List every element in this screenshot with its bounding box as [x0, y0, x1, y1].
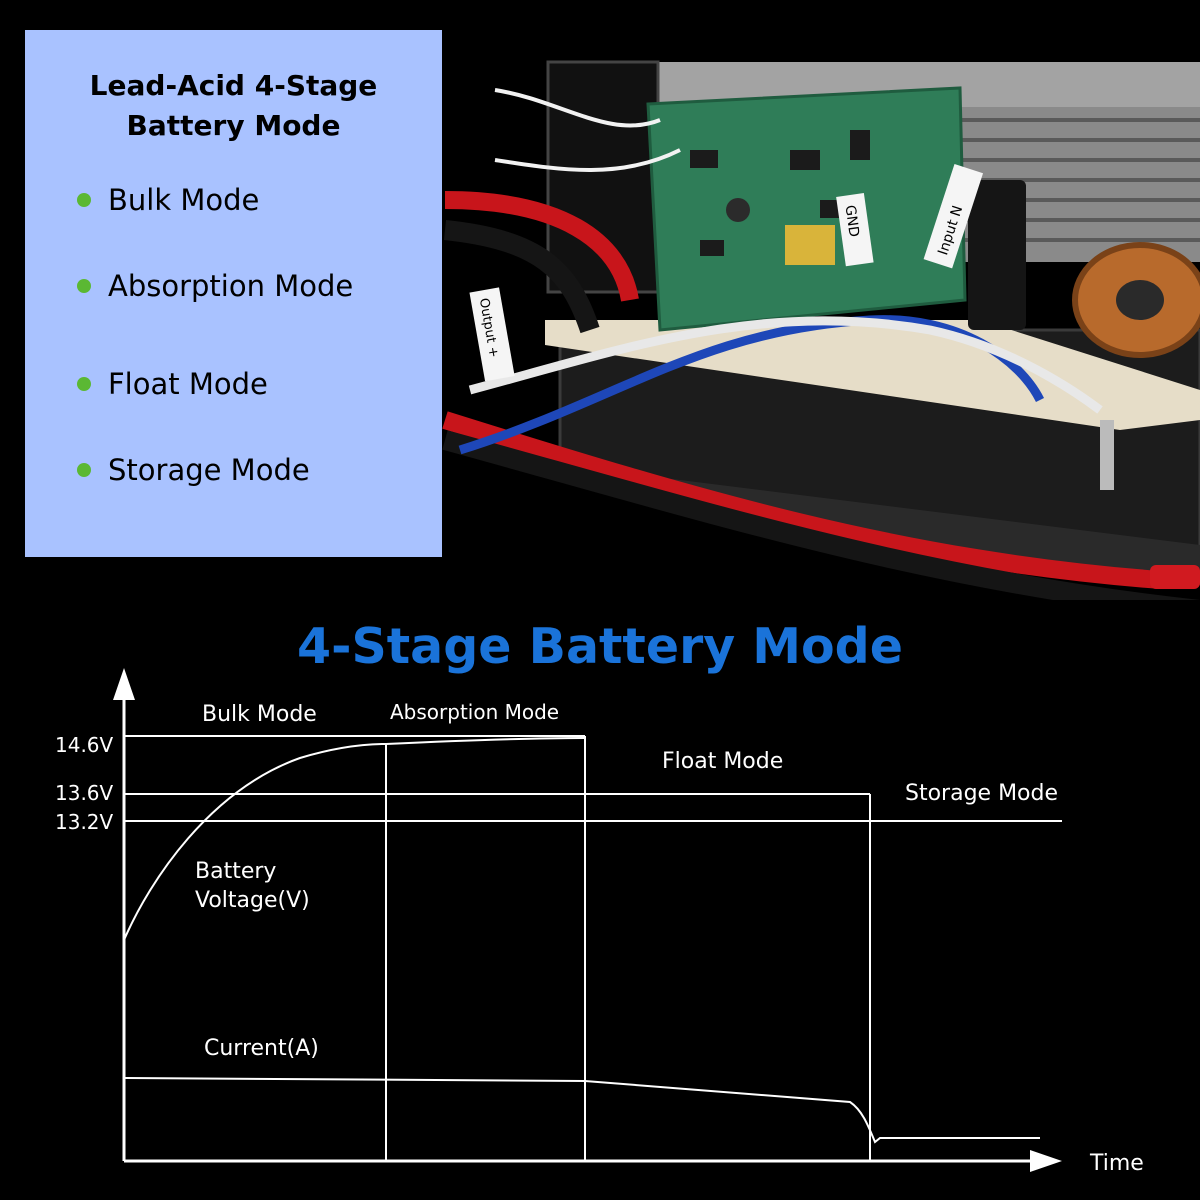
ring-terminal: [1150, 565, 1200, 589]
capacitor: [726, 198, 750, 222]
standoff: [1100, 420, 1114, 490]
x-axis-arrow-icon: [1030, 1150, 1062, 1172]
stage-label-float: Float Mode: [662, 749, 783, 774]
wire-label-input-n: Input N: [923, 163, 984, 269]
red-cable: [442, 191, 1161, 589]
legend-item-label: Float Mode: [108, 367, 268, 401]
wire-label-gnd: GND: [836, 193, 874, 267]
bullet-dot-icon: [77, 193, 91, 207]
legend-item-bulk: Bulk Mode: [77, 180, 259, 220]
wire-label-output-plus: Output +: [469, 287, 515, 382]
voltage-curve-label-line2: Voltage(V): [195, 888, 310, 913]
stage-label-absorption: Absorption Mode: [390, 700, 559, 724]
control-circuit-board: [646, 86, 967, 332]
legend-item-label: Bulk Mode: [108, 183, 260, 217]
voltage-tick-13-6: 13.6V: [55, 781, 114, 805]
stage-label-storage: Storage Mode: [905, 781, 1058, 806]
legend-item-storage: Storage Mode: [77, 450, 310, 490]
legend-item-label: Absorption Mode: [108, 269, 354, 303]
battery-voltage-curve: [123, 737, 586, 941]
y-axis-arrow-icon: [113, 668, 135, 700]
wire-label-gnd-text: GND: [841, 204, 861, 238]
legend-title: Lead-Acid 4-Stage Battery Mode: [25, 66, 442, 146]
toroid-core: [1116, 280, 1164, 320]
current-curve: [123, 1077, 1040, 1144]
voltage-curve-label-line1: Battery: [195, 859, 276, 884]
white-cable: [468, 316, 1103, 414]
legend-panel: Lead-Acid 4-Stage Battery Mode Bulk Mode…: [25, 30, 442, 557]
legend-title-line2: Battery Mode: [126, 109, 341, 142]
legend-item-label: Storage Mode: [108, 453, 310, 487]
voltage-tick-14-6: 14.6V: [55, 733, 114, 757]
bullet-dot-icon: [77, 279, 91, 293]
transformer: [785, 225, 835, 265]
bullet-dot-icon: [77, 463, 91, 477]
legend-title-line1: Lead-Acid 4-Stage: [89, 69, 378, 102]
stage-label-bulk: Bulk Mode: [202, 702, 317, 727]
legend-item-float: Float Mode: [77, 364, 268, 404]
white-wire-bundle: [494, 88, 681, 172]
current-curve-label: Current(A): [204, 1036, 319, 1061]
legend-item-absorption: Absorption Mode: [77, 266, 353, 306]
diagram-title: 4-Stage Battery Mode: [297, 618, 903, 675]
black-cable: [442, 220, 1200, 600]
voltage-tick-13-2: 13.2V: [55, 810, 114, 834]
electrolytic-capacitor: [968, 180, 1026, 330]
x-axis-label: Time: [1089, 1151, 1144, 1176]
charger-product-photo: GND Input N Output +: [442, 60, 1200, 600]
bullet-dot-icon: [77, 377, 91, 391]
